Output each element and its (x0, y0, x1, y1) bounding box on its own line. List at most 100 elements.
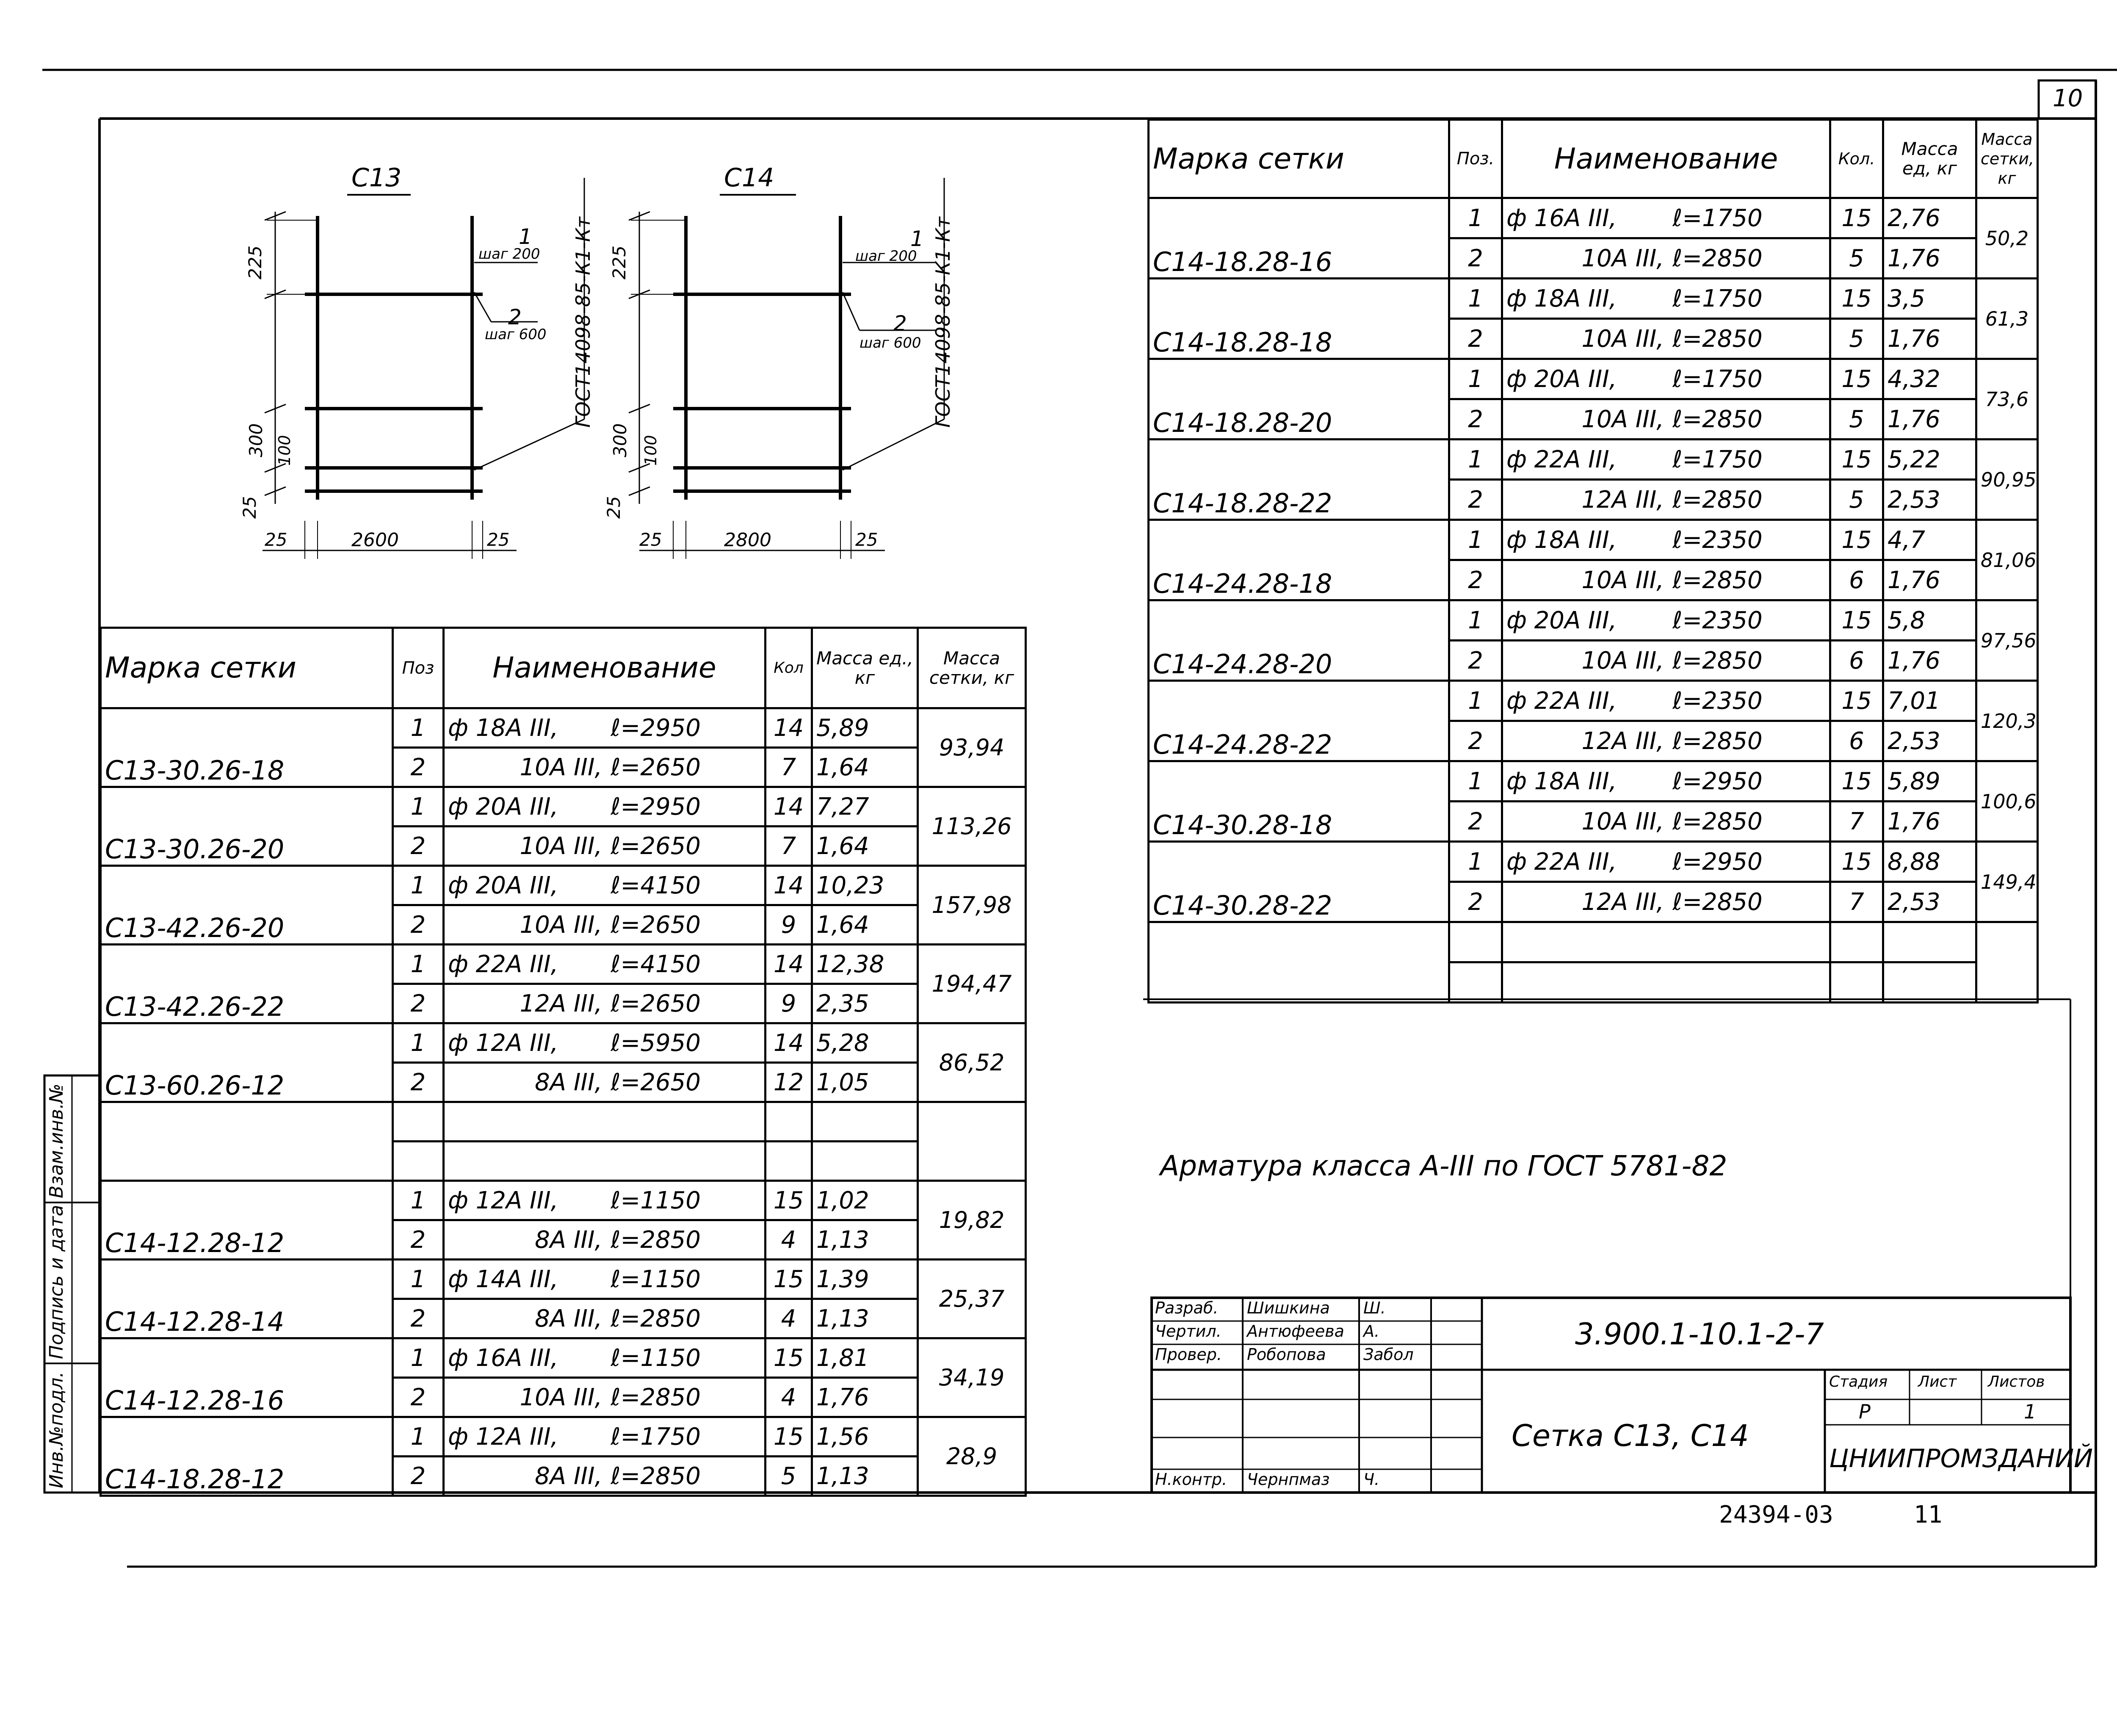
name-cell: 12А III,ℓ=2850 (1501, 881, 1831, 923)
stamp-role: Провер. (1155, 1345, 1222, 1364)
quantity-cell: 4 (764, 1377, 813, 1418)
bar-length: ℓ=2350 (1672, 606, 1763, 634)
unit-mass-cell: 7,27 (811, 786, 919, 827)
c14-callout-1-step: шаг 200 (855, 248, 917, 265)
position-cell: 2 (1448, 559, 1503, 601)
bar-spec: 12А III, (1581, 486, 1664, 514)
name-cell: ф 12А III,ℓ=1150 (442, 1180, 766, 1221)
bar-length: ℓ=2950 (611, 793, 701, 821)
bar-length: ℓ=1750 (1672, 285, 1763, 312)
c14-dim-bottom-right: 25 (855, 529, 878, 550)
unit-mass-cell: 1,76 (811, 1377, 919, 1418)
bar-spec: ф 18А III, (1506, 526, 1617, 554)
unit-mass-cell: 5,22 (1882, 438, 1977, 481)
mesh-mass-cell: 19,82 (917, 1180, 1027, 1261)
bar-length: ℓ=2950 (1672, 848, 1763, 876)
name-cell: 12А III, ℓ=2850 (1501, 478, 1831, 521)
quantity-cell: 6 (1829, 639, 1884, 682)
c14-dim-bottom-left: 25 (639, 529, 662, 550)
position-cell: 1 (392, 1258, 445, 1300)
mesh-mark-cell (99, 1101, 394, 1182)
quantity-cell (764, 1140, 813, 1182)
bar-spec: ф 16А III, (448, 1344, 558, 1372)
name-cell: 8А III,ℓ=2850 (442, 1219, 766, 1261)
unit-mass-cell: 7,01 (1882, 680, 1977, 722)
bar-spec: 10А III, (520, 911, 602, 939)
quantity-cell: 15 (1829, 599, 1884, 641)
name-cell: ф 22А III,ℓ=1750 (1501, 438, 1831, 481)
mesh-mass-cell: 149,41 (1975, 840, 2039, 923)
header-mass-mesh: Масса сетки, кг (917, 627, 1027, 709)
unit-mass-cell: 5,89 (1882, 760, 1977, 802)
quantity-cell: 7 (764, 825, 813, 867)
position-cell (1448, 961, 1503, 1003)
side-stamp-signature-date: Подпись и дата (46, 1205, 67, 1359)
name-cell: ф 20А III,ℓ=2950 (442, 786, 766, 827)
bar-length: ℓ=2850 (1672, 647, 1763, 674)
bar-length: ℓ=1750 (1672, 445, 1763, 473)
quantity-cell: 5 (1829, 478, 1884, 521)
mesh-mass-cell: 50,2 (1975, 197, 2039, 279)
unit-mass-cell: 1,64 (811, 746, 919, 788)
bar-spec: ф 20А III, (448, 871, 558, 899)
bar-length: ℓ=2650 (611, 990, 701, 1017)
name-cell (1501, 921, 1831, 963)
mesh-mark-cell: С13-42.26-22 (99, 943, 394, 1024)
quantity-cell: 15 (1829, 277, 1884, 320)
bar-length: ℓ=1750 (1672, 365, 1763, 393)
unit-mass-cell: 1,76 (1882, 237, 1977, 279)
position-cell: 1 (1448, 760, 1503, 802)
c14-gost-label: ГОСТ14098-85-К1-Кт (931, 216, 954, 428)
quantity-cell: 14 (764, 707, 813, 749)
bar-spec: 10А III, (520, 753, 602, 781)
bar-spec: 10А III, (1581, 807, 1664, 835)
name-cell: 12А III,ℓ=2850 (1501, 720, 1831, 762)
unit-mass-cell (1882, 921, 1977, 963)
unit-mass-cell: 1,02 (811, 1180, 919, 1221)
quantity-cell: 6 (1829, 720, 1884, 762)
bar-length: ℓ=4150 (611, 871, 701, 899)
quantity-cell: 15 (1829, 760, 1884, 802)
bar-length: ℓ=2850 (1672, 486, 1763, 514)
position-cell: 1 (1448, 438, 1503, 481)
name-cell: 10А III,ℓ=2850 (1501, 318, 1831, 360)
unit-mass-cell: 1,56 (811, 1416, 919, 1457)
unit-mass-cell (811, 1101, 919, 1142)
drawing-title: Сетка С13, С14 (1512, 1418, 1749, 1453)
c14-callout-1-num: 1 (910, 227, 924, 251)
position-cell: 2 (1448, 398, 1503, 440)
name-cell: ф 12А III,ℓ=5950 (442, 1022, 766, 1064)
mesh-mark-cell: С14-30.28-22 (1147, 840, 1450, 923)
bar-spec: ф 12А III, (448, 1029, 558, 1057)
sheets-value: 1 (2024, 1400, 2037, 1423)
bar-length: ℓ=2650 (611, 753, 701, 781)
position-cell: 2 (1448, 881, 1503, 923)
stamp-signature: А. (1363, 1322, 1380, 1341)
name-cell: 10А III,ℓ=2850 (442, 1377, 766, 1418)
quantity-cell: 14 (764, 1022, 813, 1064)
rebar-class-note: Арматура класса А-III по ГОСТ 5781-82 (1160, 1150, 1727, 1182)
quantity-cell (1829, 921, 1884, 963)
bar-length: ℓ=1150 (611, 1344, 701, 1372)
mesh-mark-cell: С14-18.28-12 (99, 1416, 394, 1497)
unit-mass-cell (1882, 961, 1977, 1003)
organization: ЦНИИПРОМЗДАНИЙ (1829, 1444, 2093, 1473)
c13-dim-bottom-right: 25 (487, 529, 510, 550)
position-cell: 2 (392, 1455, 445, 1497)
unit-mass-cell: 3,5 (1882, 277, 1977, 320)
bar-length: ℓ=2850 (611, 1226, 701, 1254)
name-cell: ф 18А III,ℓ=2950 (442, 707, 766, 749)
quantity-cell: 14 (764, 865, 813, 906)
bar-spec: 12А III, (520, 990, 602, 1017)
bar-spec: 10А III, (1581, 647, 1664, 674)
bar-length: ℓ=2850 (1672, 244, 1763, 272)
name-cell: 10А III,ℓ=2850 (1501, 237, 1831, 279)
name-cell: ф 22А III,ℓ=2950 (1501, 840, 1831, 883)
